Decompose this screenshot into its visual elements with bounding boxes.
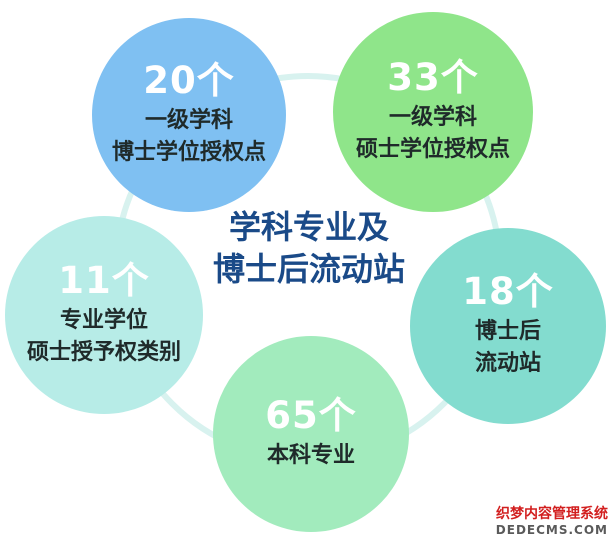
node-count: 18个 bbox=[462, 269, 554, 313]
node-label-line1: 一级学科 bbox=[144, 107, 233, 133]
watermark: 织梦内容管理系统 DEDECMS.COM bbox=[496, 506, 608, 537]
node-undergraduate-majors: 65个 本科专业 bbox=[213, 336, 409, 532]
node-label-line1: 专业学位 bbox=[59, 307, 148, 333]
center-title-line1: 学科专业及 bbox=[228, 208, 389, 246]
node-label-line1: 博士后 bbox=[474, 318, 541, 344]
node-postdoc-stations: 18个 博士后 流动站 bbox=[410, 228, 606, 424]
node-label-line2: 硕士学位授权点 bbox=[355, 136, 510, 162]
center-title: 学科专业及 博士后流动站 bbox=[196, 207, 422, 290]
watermark-line2: DEDECMS.COM bbox=[495, 522, 608, 537]
node-professional-master-categories: 11个 专业学位 硕士授予权类别 bbox=[5, 216, 203, 414]
node-label-line2: 流动站 bbox=[474, 350, 541, 376]
node-label-line2: 硕士授予权类别 bbox=[26, 339, 181, 365]
node-doctoral-authorization: 20个 一级学科 博士学位授权点 bbox=[92, 18, 286, 212]
node-count: 33个 bbox=[387, 55, 479, 99]
node-count: 65个 bbox=[265, 393, 357, 437]
node-label-line2: 博士学位授权点 bbox=[111, 139, 266, 165]
node-count: 20个 bbox=[143, 58, 235, 102]
node-label-line1: 一级学科 bbox=[388, 104, 477, 130]
node-master-authorization: 33个 一级学科 硕士学位授权点 bbox=[333, 12, 533, 212]
node-label-line1: 本科专业 bbox=[266, 442, 355, 468]
center-title-line2: 博士后流动站 bbox=[212, 249, 405, 288]
node-count: 11个 bbox=[58, 258, 150, 302]
watermark-line1: 织梦内容管理系统 bbox=[496, 505, 608, 522]
